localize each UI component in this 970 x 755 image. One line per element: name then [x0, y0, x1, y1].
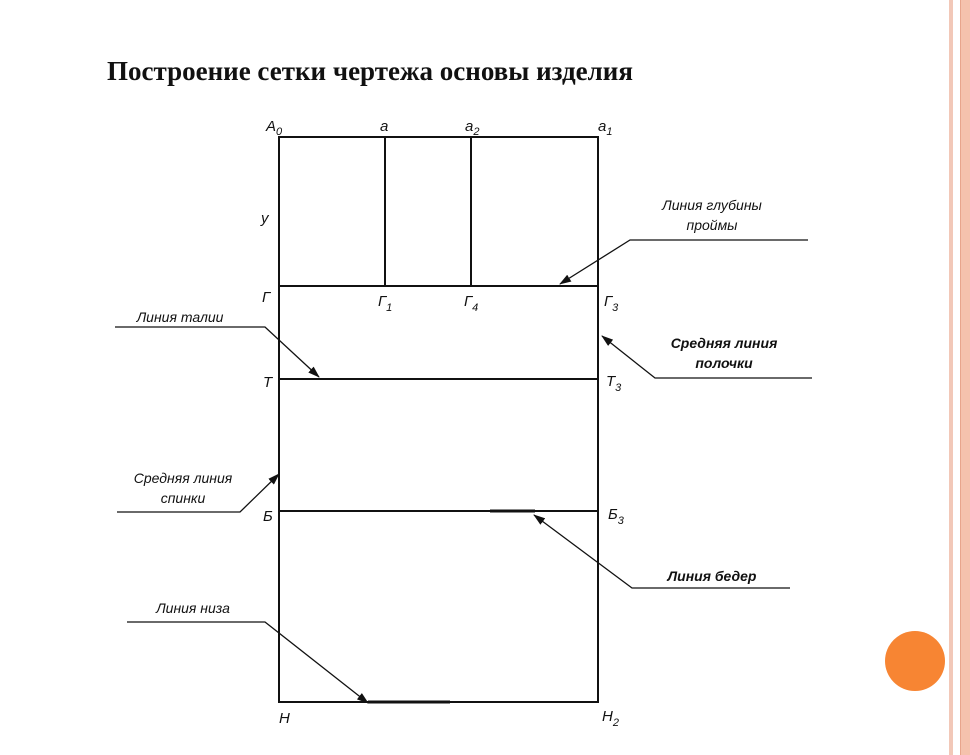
slide-title: Построение сетки чертежа основы изделия	[107, 56, 633, 86]
label-G3: Г3	[604, 293, 619, 314]
callout-hem: Линия низа	[155, 600, 230, 616]
callout-labels: Линия глубины проймы Линия талии Средняя…	[134, 197, 778, 616]
callout-back-mid-1: Средняя линия	[134, 470, 233, 486]
callout-armhole-1: Линия глубины	[661, 197, 762, 213]
label-G1: Г1	[378, 293, 392, 314]
leader-hem	[127, 621, 369, 704]
callout-waist: Линия талии	[136, 309, 224, 325]
label-a: a	[380, 118, 388, 135]
label-T: Т	[263, 374, 274, 391]
callout-armhole-2: проймы	[687, 217, 739, 233]
label-N2: Н2	[602, 708, 619, 729]
label-B: Б	[263, 508, 273, 525]
leader-waist	[115, 326, 320, 378]
callout-front-mid-1: Средняя линия	[671, 335, 778, 351]
label-a2: a2	[465, 118, 479, 138]
label-G4: Г4	[464, 293, 478, 314]
leader-hips	[533, 514, 790, 589]
callout-hips: Линия бедер	[667, 568, 757, 584]
label-y: у	[260, 210, 270, 227]
leader-back-mid	[117, 473, 280, 513]
label-B3: Б3	[608, 506, 625, 527]
decorative-circle	[885, 631, 945, 691]
callout-back-mid-2: спинки	[161, 490, 206, 506]
label-T3: Т3	[606, 373, 622, 394]
border-stripe	[949, 0, 953, 755]
point-labels: A0 a a2 a1 у Г Г1 Г4 Г3 Т Т3 Б Б3 Н Н2	[260, 118, 625, 729]
leader-armhole	[559, 239, 808, 285]
border-stripe-wide	[960, 0, 970, 755]
label-G: Г	[262, 289, 272, 306]
leader-front-mid	[601, 335, 812, 379]
label-A0: A0	[265, 118, 283, 138]
label-a1: a1	[598, 118, 612, 138]
grid-frame	[278, 136, 599, 703]
label-N: Н	[279, 710, 290, 727]
callout-front-mid-2: полочки	[695, 355, 753, 371]
